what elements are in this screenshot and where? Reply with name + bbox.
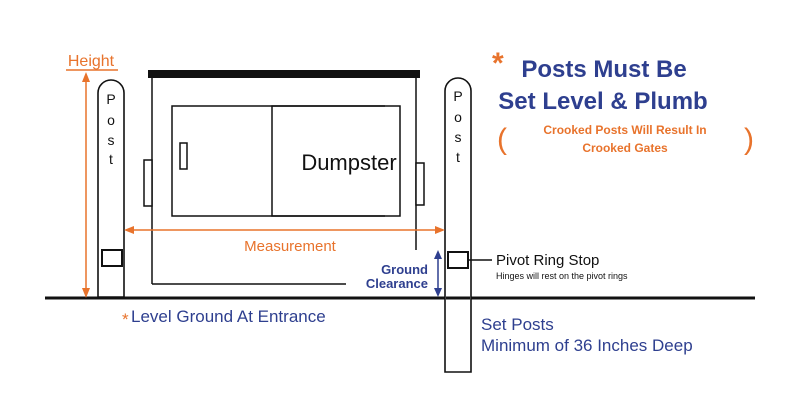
post-left-letter-t: t [109, 151, 113, 167]
ground-clearance: Ground Clearance [366, 250, 442, 297]
pivot-ring-note: Hinges will rest on the pivot rings [496, 271, 628, 281]
dumpster-handle-left [143, 159, 153, 207]
post-left-letter-o: o [107, 112, 115, 128]
ground-clearance-label-line1: Ground [381, 262, 428, 277]
dumpster-lid [148, 70, 420, 78]
pivot-ring-stop-label: Pivot Ring Stop [496, 252, 599, 269]
post-left: P o s t [97, 79, 125, 298]
notice-line1: Posts Must Be [521, 56, 686, 83]
post-left-letter-p: P [106, 91, 115, 107]
paren-open: ( [497, 123, 507, 156]
notice-block: * Posts Must Be Set Level & Plumb ( Croo… [492, 47, 754, 156]
post-right-letter-t: t [456, 149, 460, 165]
post-right-letter-o: o [454, 109, 462, 125]
level-ground-star: * [122, 310, 129, 329]
dumpster-door-handle [179, 142, 188, 170]
measurement-label: Measurement [244, 238, 337, 255]
measurement-arrow-left [124, 226, 134, 234]
dumpster-label: Dumpster [301, 150, 396, 175]
post-left-letter-s: s [108, 132, 115, 148]
dumpster-sliding-panel [271, 105, 385, 217]
ground-clearance-label-line2: Clearance [366, 276, 428, 291]
pivot-ring-right [447, 251, 469, 269]
crooked-line1: Crooked Posts Will Result In [543, 123, 706, 137]
pivot-ring-callout: Pivot Ring Stop Hinges will rest on the … [468, 252, 628, 281]
set-posts-note: Set Posts Minimum of 36 Inches Deep [481, 315, 693, 355]
set-posts-line2: Minimum of 36 Inches Deep [481, 336, 693, 355]
height-label: Height [68, 53, 115, 70]
post-left-outline [97, 79, 125, 298]
notice-line2: Set Level & Plumb [498, 88, 707, 115]
pivot-ring-left [101, 249, 123, 267]
notice-star: * [492, 47, 504, 80]
paren-close: ) [744, 123, 754, 156]
crooked-line2: Crooked Gates [582, 141, 668, 155]
post-right-letter-s: s [455, 129, 462, 145]
post-right-letter-p: P [453, 88, 462, 104]
level-ground-note: * Level Ground At Entrance [122, 307, 326, 329]
measurement-dimension: Measurement [124, 226, 445, 255]
ground-clearance-arrow-top [434, 250, 442, 259]
dumpster-handle-right [415, 162, 425, 206]
dumpster: Dumpster [143, 70, 425, 285]
level-ground-label: Level Ground At Entrance [131, 307, 326, 326]
measurement-arrow-right [435, 226, 445, 234]
set-posts-line1: Set Posts [481, 315, 554, 334]
dumpster-door [171, 105, 401, 217]
height-dimension: Height [66, 53, 118, 298]
post-right: P o s t [444, 77, 472, 373]
height-arrow-top [82, 72, 90, 82]
ground-clearance-arrow-bottom [434, 288, 442, 297]
height-arrow-bottom [82, 288, 90, 298]
